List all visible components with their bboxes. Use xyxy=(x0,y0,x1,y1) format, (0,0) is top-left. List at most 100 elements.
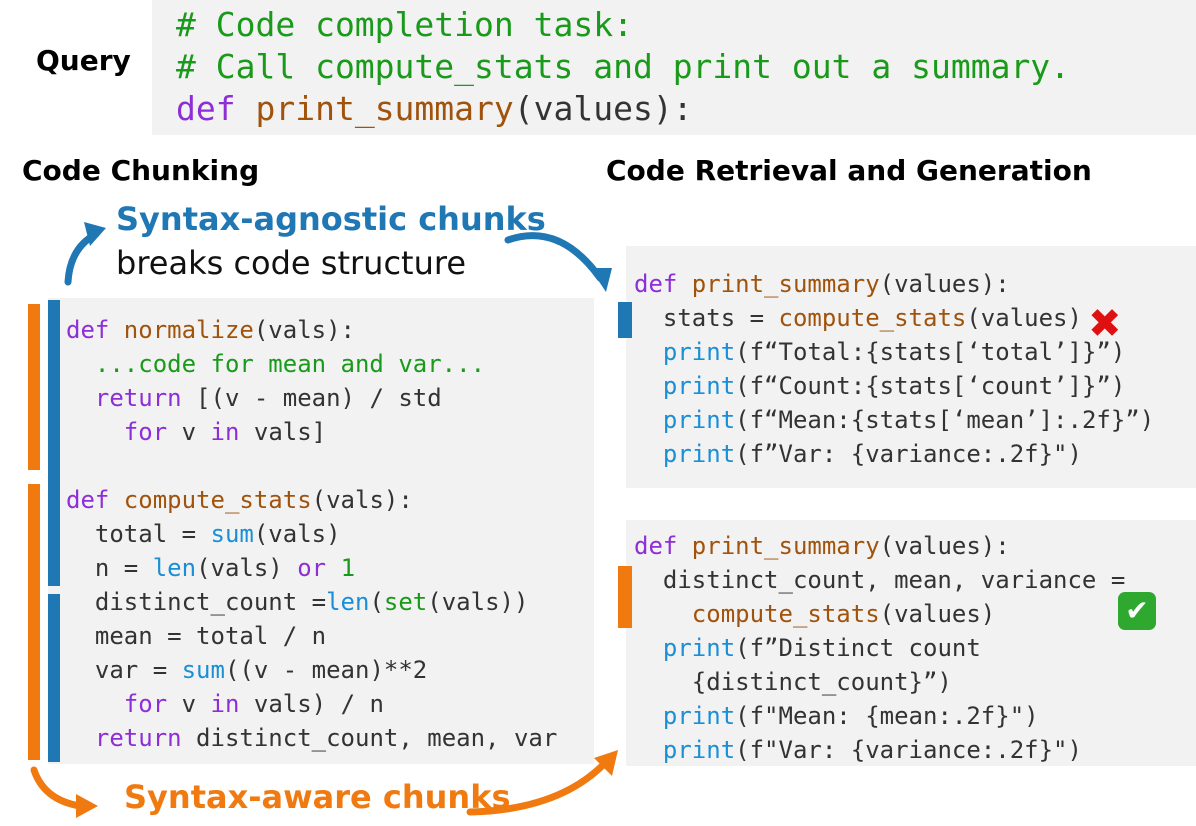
agnostic-chunk-bar-1 xyxy=(48,300,60,586)
code-token: or xyxy=(297,554,327,582)
code-line: ...code for mean and var... xyxy=(66,350,485,378)
code-line: print(f“Count:{stats[‘count’]}”) xyxy=(634,372,1125,400)
code-token: ...code for mean and var... xyxy=(66,350,486,378)
syntax-agnostic-title: Syntax-agnostic chunks xyxy=(116,200,546,238)
source-code-panel xyxy=(48,298,594,764)
code-token: set xyxy=(383,588,428,616)
code-token: distinct_count, mean, variance = xyxy=(634,566,1126,594)
aware-chunk-bar-1 xyxy=(28,304,40,470)
code-token: return xyxy=(94,724,182,752)
code-token: print xyxy=(662,406,736,434)
code-token: in xyxy=(210,690,240,718)
code-token: (vals)) xyxy=(427,588,529,616)
code-line: def compute_stats(vals): xyxy=(66,486,413,514)
code-token: sum xyxy=(210,520,254,548)
code-token: stats = xyxy=(634,304,779,332)
code-line: for v in vals] xyxy=(66,418,326,446)
code-line: # Code completion task: xyxy=(176,4,633,46)
code-line: def print_summary(values): xyxy=(634,532,1010,560)
agnostic-right-arrowhead xyxy=(590,268,612,292)
code-token: len xyxy=(152,554,197,582)
code-token: sum xyxy=(181,656,225,684)
query-label: Query xyxy=(36,44,131,77)
code-line: stats = compute_stats(values) xyxy=(634,304,1082,332)
code-token: def xyxy=(66,316,124,344)
code-token: (vals): xyxy=(311,486,413,514)
code-token: len xyxy=(326,588,370,616)
code-token: compute_stats xyxy=(691,600,880,628)
syntax-aware-title: Syntax-aware chunks xyxy=(124,778,511,816)
code-line: n = len(vals) or 1 xyxy=(66,554,355,582)
good-generation-panel xyxy=(626,520,1196,766)
code-token: distinct_count, mean, var xyxy=(181,724,558,752)
code-token: # Code completion task: xyxy=(176,5,633,44)
code-token: (f“Mean:{stats[‘mean’]:.2f}”) xyxy=(735,406,1155,434)
code-token: (values) xyxy=(966,304,1082,332)
code-line: compute_stats(values) xyxy=(634,600,995,628)
aware-down-arrow xyxy=(30,766,84,810)
code-token: print_summary xyxy=(691,270,880,298)
aware-right-arrow xyxy=(466,758,610,816)
code-line: {distinct_count}”) xyxy=(634,668,952,696)
code-line: mean = total / n xyxy=(66,622,326,650)
code-token: (vals): xyxy=(253,316,355,344)
code-line: def print_summary(values): xyxy=(634,270,1010,298)
code-token: (f"Var: {variance:.2f}") xyxy=(735,736,1082,764)
code-token: def xyxy=(66,486,124,514)
code-token: print_summary xyxy=(691,532,880,560)
retrieved-aware-chunk-marker xyxy=(618,566,632,628)
code-token: [(v - mean) / std xyxy=(181,384,442,412)
agnostic-right-arrow xyxy=(504,232,604,282)
code-token: def xyxy=(634,532,692,560)
aware-right-arrowhead xyxy=(594,750,618,776)
cross-mark-icon: ✖ xyxy=(1088,301,1122,347)
code-token: print_summary xyxy=(255,89,514,128)
agnostic-up-arrowhead xyxy=(84,222,106,246)
code-token: vals) / n xyxy=(239,690,384,718)
code-line: print(f”Distinct count xyxy=(634,634,981,662)
code-token: compute_stats xyxy=(123,486,312,514)
code-token: print xyxy=(662,736,736,764)
code-line: print(f”Var: {variance:.2f}") xyxy=(634,440,1082,468)
code-chunking-heading: Code Chunking xyxy=(22,154,260,187)
code-line: def normalize(vals): xyxy=(66,316,355,344)
code-line: distinct_count, mean, variance = xyxy=(634,566,1125,594)
code-token: def xyxy=(176,89,256,128)
code-token: print xyxy=(662,634,736,662)
code-token: ((v - mean)**2 xyxy=(224,656,428,684)
code-token: (f“Count:{stats[‘count’]}”) xyxy=(735,372,1126,400)
code-token: (f"Mean: {mean:.2f}") xyxy=(735,702,1039,730)
agnostic-chunk-bar-2 xyxy=(48,594,60,762)
code-token: ( xyxy=(369,588,384,616)
code-token: print xyxy=(662,702,736,730)
code-line: # Call compute_stats and print out a sum… xyxy=(176,46,1070,88)
code-token: # Call compute_stats and print out a sum… xyxy=(176,47,1071,86)
code-line: for v in vals) / n xyxy=(66,690,384,718)
code-line: return distinct_count, mean, var xyxy=(66,724,557,752)
code-line: print(f"Mean: {mean:.2f}") xyxy=(634,702,1039,730)
code-token: print xyxy=(662,338,736,366)
code-line: print(f“Total:{stats[‘total’]}”) xyxy=(634,338,1125,366)
code-token: var = xyxy=(66,656,182,684)
code-line: print(f"Var: {variance:.2f}") xyxy=(634,736,1082,764)
code-token: (values): xyxy=(879,532,1010,560)
code-token: 1 xyxy=(326,554,356,582)
code-token: v xyxy=(167,418,211,446)
code-token: (vals) xyxy=(196,554,298,582)
aware-chunk-bar-2 xyxy=(28,484,40,760)
aware-down-arrowhead xyxy=(76,794,98,818)
code-line: def print_summary(values): xyxy=(176,88,693,130)
code-token: (values): xyxy=(879,270,1010,298)
code-token: {distinct_count}”) xyxy=(634,668,952,696)
code-token: vals] xyxy=(239,418,327,446)
code-token: n = xyxy=(66,554,153,582)
code-token: in xyxy=(210,418,240,446)
code-token: total = xyxy=(66,520,211,548)
code-token: (vals) xyxy=(253,520,341,548)
query-code-box: # Code completion task:# Call compute_st… xyxy=(152,0,1196,135)
code-token: return xyxy=(94,384,182,412)
code-line: total = sum(vals) xyxy=(66,520,341,548)
code-token: (f“Total:{stats[‘total’]}”) xyxy=(735,338,1126,366)
code-line: var = sum((v - mean)**2 xyxy=(66,656,427,684)
